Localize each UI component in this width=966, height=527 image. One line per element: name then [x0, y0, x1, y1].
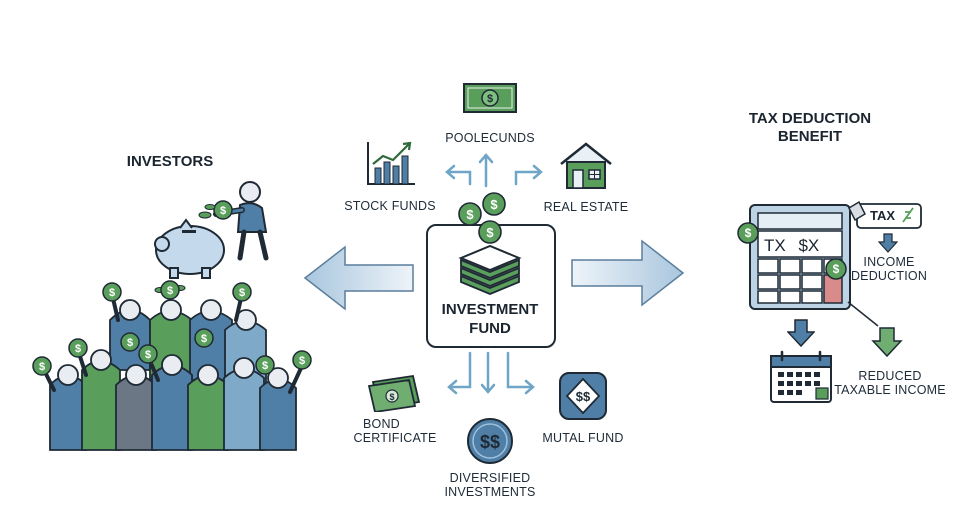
income-line2: DEDUCTION — [850, 269, 928, 283]
house-icon — [560, 142, 612, 189]
diversified-line1: DIVERSIFIED — [449, 471, 531, 485]
tax-tag-text: TAX — [870, 208, 896, 223]
calendar-down-arrow-icon — [787, 319, 815, 348]
mutual-fund-icon: $$ — [559, 372, 607, 420]
diversified-coin-icon: $$ — [467, 418, 513, 464]
arrow-to-investors-icon — [303, 245, 414, 311]
investors-illustration: $ — [32, 181, 312, 451]
bond-certificate-label: BOND CERTIFICATE — [345, 417, 445, 445]
investment-fund-box — [426, 224, 556, 348]
svg-text:$: $ — [145, 349, 151, 361]
fund-title: INVESTMENT FUND — [428, 300, 552, 338]
income-line1: INCOME — [863, 255, 915, 269]
fund-coins-icon: $ $ $ — [458, 192, 506, 244]
svg-text:$: $ — [833, 262, 840, 276]
falling-coins: $ — [154, 200, 233, 293]
tax-tag-icon — [848, 200, 922, 229]
stock-chart-icon — [367, 141, 415, 185]
diagonal-connector — [847, 301, 879, 327]
arrow-to-tax-icon — [571, 239, 685, 307]
svg-text:$$: $$ — [480, 432, 500, 452]
cash-bill-icon: $ — [463, 83, 517, 113]
svg-text:$: $ — [75, 343, 81, 355]
svg-text:$: $ — [109, 287, 115, 299]
diversified-line2: INVESTMENTS — [444, 485, 536, 499]
svg-text:$: $ — [127, 337, 133, 349]
fund-title-line2: FUND — [469, 320, 511, 337]
mutual-fund-label: MUTAL FUND — [542, 431, 624, 445]
svg-text:$: $ — [239, 287, 245, 299]
calendar-icon — [770, 350, 832, 403]
tax-title-line2: BENEFIT — [777, 128, 843, 145]
bond-label-line1: BOND — [363, 417, 400, 431]
svg-text:$: $ — [466, 207, 474, 222]
fund-title-line1: INVESTMENT — [441, 301, 539, 318]
stock-funds-label: STOCK FUNDS — [344, 199, 436, 213]
bond-certificate-icon: $ — [367, 374, 421, 412]
calculator-icon: $ $ — [737, 204, 851, 310]
real-estate-label: REAL ESTATE — [543, 200, 629, 214]
income-deduction-label: INCOME DEDUCTION — [849, 255, 929, 283]
investor-crowd — [40, 292, 304, 451]
calculator-text-dollar: $X — [798, 236, 820, 255]
fund-stack-icon — [458, 244, 522, 295]
tax-title-line1: TAX DEDUCTION — [748, 110, 872, 127]
held-coins: $ $ $ $ $ $ $ $ $ $ — [32, 280, 312, 376]
svg-text:$: $ — [220, 205, 226, 217]
svg-text:$: $ — [486, 225, 494, 240]
svg-text:$: $ — [487, 93, 493, 105]
investors-title: INVESTORS — [126, 153, 214, 170]
reduced-taxable-income-label: REDUCED TAXABLE INCOME — [828, 369, 952, 397]
svg-text:$: $ — [201, 333, 207, 345]
svg-text:$: $ — [262, 360, 268, 372]
svg-text:$: $ — [389, 392, 394, 402]
svg-text:$: $ — [490, 197, 498, 212]
piggy-bank-icon — [154, 218, 225, 279]
reduced-line2: TAXABLE INCOME — [834, 383, 946, 397]
svg-text:$: $ — [167, 285, 173, 297]
svg-text:$: $ — [745, 226, 752, 240]
svg-text:$: $ — [299, 355, 305, 367]
diversified-label: DIVERSIFIED INVESTMENTS — [430, 471, 550, 499]
svg-text:$: $ — [39, 361, 45, 373]
svg-text:$$: $$ — [576, 389, 591, 404]
reduced-line1: REDUCED — [858, 369, 922, 383]
pooled-funds-label: POOLECUNDS — [445, 131, 535, 145]
bottom-connectors — [447, 351, 535, 395]
calculator-text-tx: TX — [764, 236, 786, 255]
top-connectors — [445, 153, 543, 188]
calculator-display-text: TX $X — [764, 236, 834, 256]
income-arrow-icon — [878, 233, 898, 253]
reduced-down-arrow-icon — [871, 327, 903, 358]
bond-label-line2: CERTIFICATE — [353, 431, 437, 445]
tax-title: TAX DEDUCTION BENEFIT — [730, 110, 890, 146]
